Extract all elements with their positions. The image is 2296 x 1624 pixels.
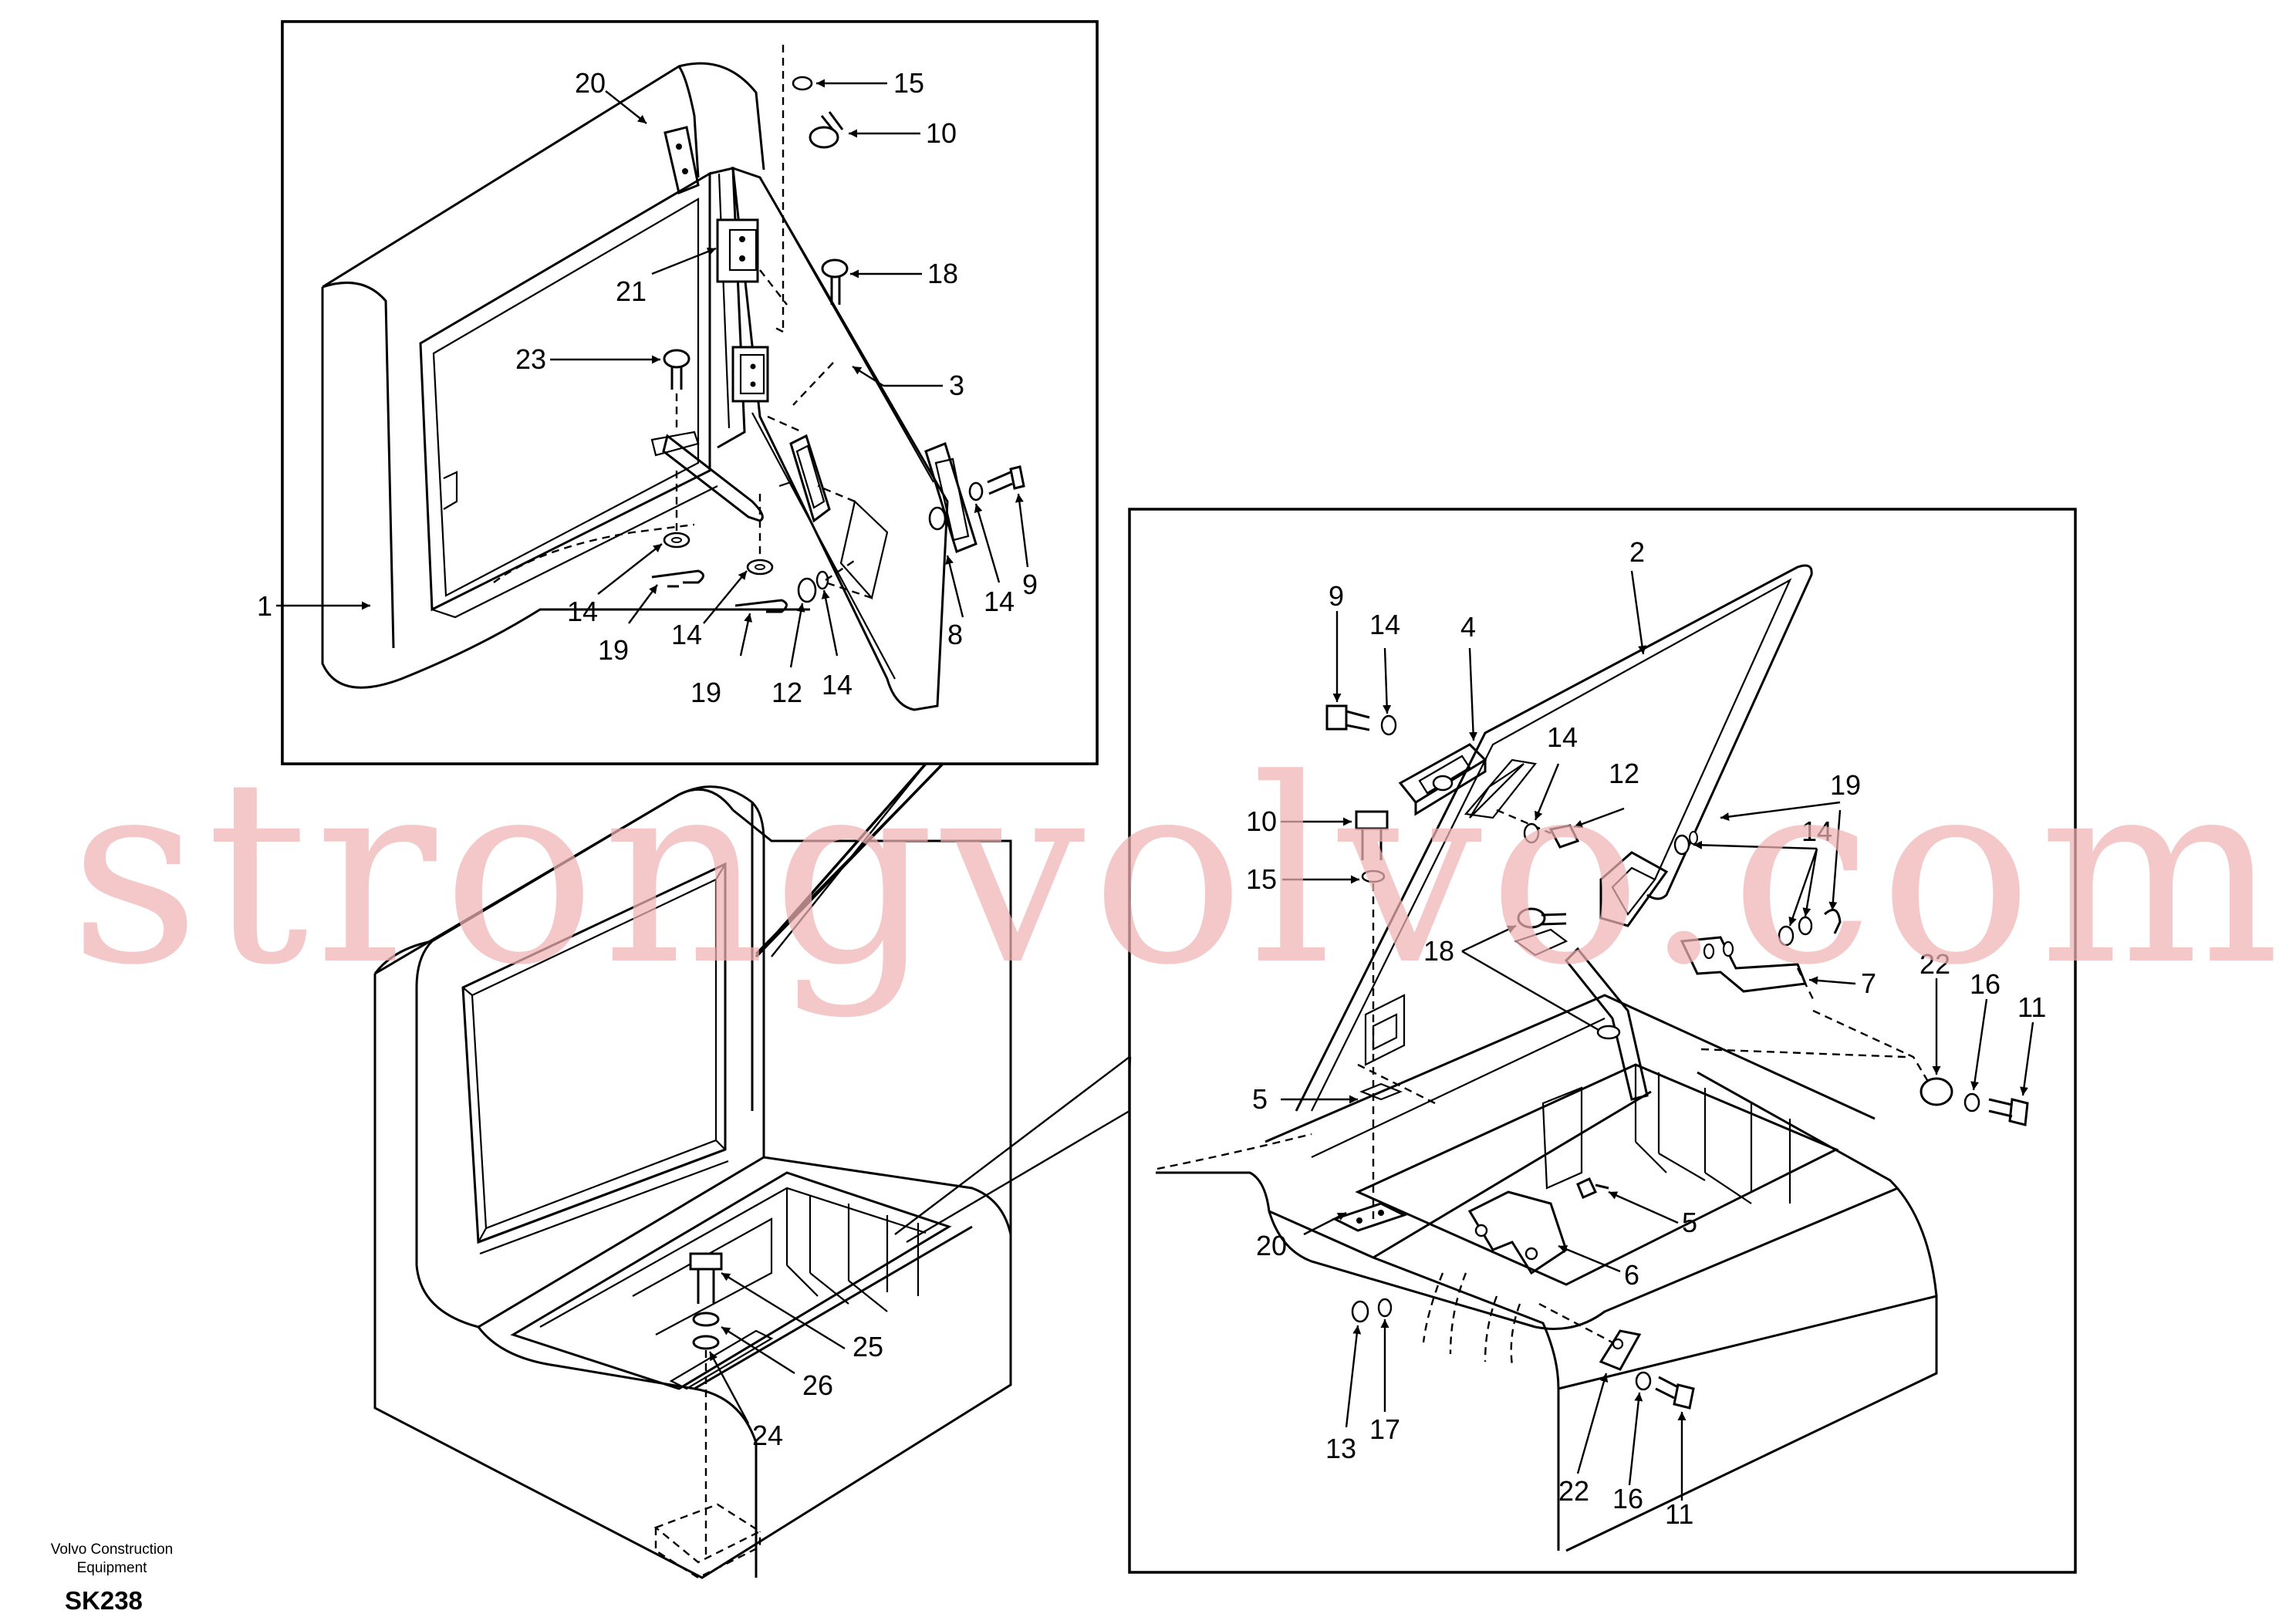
callout-right-12: 12 <box>1609 758 1639 789</box>
company-line-2: Equipment <box>77 1560 148 1576</box>
callout-leaders <box>276 79 2034 1501</box>
callout-top-10: 10 <box>926 117 957 149</box>
callout-right-10: 10 <box>1246 805 1277 837</box>
callout-main-1: 1 <box>257 590 272 622</box>
callout-right-11b: 11 <box>1665 1498 1693 1530</box>
callout-right-17: 17 <box>1369 1413 1400 1445</box>
callout-right-6: 6 <box>1624 1259 1639 1291</box>
callout-right-5a: 5 <box>1252 1083 1268 1115</box>
callout-right-16b: 16 <box>1612 1483 1643 1514</box>
watermark: strongvolvo.com <box>69 724 2286 1021</box>
callout-top-3: 3 <box>949 370 964 401</box>
callout-top-12: 12 <box>772 677 802 708</box>
callout-right-11a: 11 <box>2017 991 2046 1023</box>
callout-main-25: 25 <box>853 1331 883 1362</box>
callout-right-15: 15 <box>1246 863 1277 895</box>
callout-top-19a: 19 <box>598 634 629 666</box>
callout-top-14d: 14 <box>822 669 853 701</box>
callout-right-22b: 22 <box>1558 1475 1589 1507</box>
callout-right-9: 9 <box>1329 580 1344 612</box>
callout-right-5b: 5 <box>1682 1207 1697 1238</box>
drawing-code: SK238 <box>65 1586 143 1615</box>
callout-right-14a: 14 <box>1369 609 1400 640</box>
console-main-view <box>373 785 1012 1579</box>
callout-right-4: 4 <box>1460 611 1476 643</box>
callout-right-18: 18 <box>1423 935 1454 967</box>
callout-right-14b: 14 <box>1547 721 1578 753</box>
callout-right-7: 7 <box>1861 967 1876 999</box>
callout-top-14a: 14 <box>984 586 1015 617</box>
callout-top-23: 23 <box>515 343 546 375</box>
callout-right-14c: 14 <box>1801 815 1832 847</box>
callout-top-9: 9 <box>1022 569 1038 600</box>
callout-top-8: 8 <box>947 619 963 650</box>
callout-top-15: 15 <box>893 67 924 99</box>
callout-top-20: 20 <box>575 67 606 99</box>
callout-numbers: 20 15 10 21 18 23 3 9 14 8 14 19 14 19 1… <box>257 67 2046 1530</box>
callout-top-14c: 14 <box>671 619 702 650</box>
callout-right-19: 19 <box>1830 769 1861 801</box>
callout-main-24: 24 <box>752 1420 783 1451</box>
inset-top-lid-assembly <box>281 20 1099 958</box>
callout-top-18: 18 <box>927 258 958 289</box>
callout-right-13: 13 <box>1325 1433 1356 1464</box>
company-line-1: Volvo Construction <box>51 1541 173 1558</box>
callout-right-16a: 16 <box>1970 968 2001 1000</box>
inset-right-lid-open <box>894 508 2077 1574</box>
callout-main-26: 26 <box>802 1369 833 1401</box>
callout-top-21: 21 <box>616 275 647 307</box>
callout-right-22a: 22 <box>1920 948 1950 980</box>
footer: Volvo Construction Equipment SK238 <box>51 1541 173 1615</box>
callout-right-2: 2 <box>1629 536 1645 568</box>
callout-top-19b: 19 <box>690 677 721 708</box>
callout-right-20: 20 <box>1256 1230 1287 1261</box>
callout-top-14b: 14 <box>567 596 598 627</box>
